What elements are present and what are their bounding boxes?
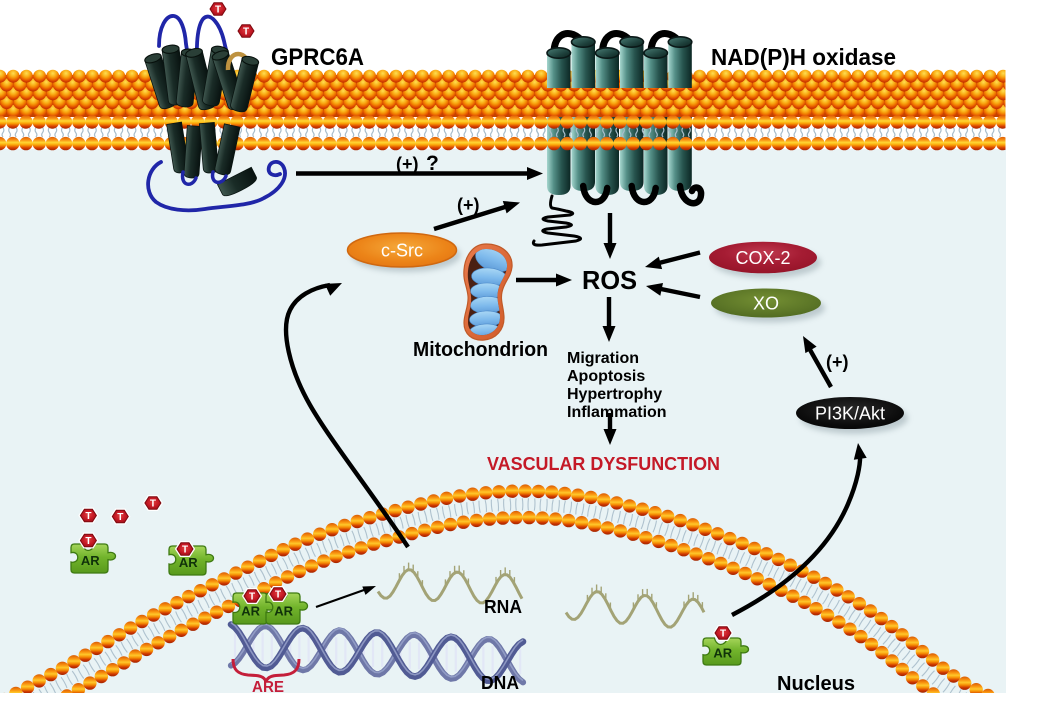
svg-text:T: T: [249, 591, 255, 602]
svg-text:(+): (+): [457, 195, 480, 215]
svg-text:Migration: Migration: [567, 350, 639, 367]
svg-text:AR: AR: [179, 555, 198, 570]
svg-text:GPRC6A: GPRC6A: [271, 44, 364, 71]
svg-text:Nucleus: Nucleus: [777, 673, 855, 695]
svg-text:AR: AR: [274, 603, 293, 618]
svg-text:T: T: [150, 498, 156, 509]
svg-text:(+): (+): [826, 352, 849, 372]
svg-text:AR: AR: [713, 645, 732, 660]
svg-text:DNA: DNA: [481, 673, 519, 693]
svg-text:XO: XO: [753, 293, 779, 313]
svg-text:Mitochondrion: Mitochondrion: [413, 339, 548, 361]
svg-text:PI3K/Akt: PI3K/Akt: [815, 403, 885, 423]
svg-text:AR: AR: [81, 553, 100, 568]
svg-text:COX-2: COX-2: [735, 248, 790, 268]
svg-text:NAD(P)H oxidase: NAD(P)H oxidase: [711, 44, 896, 70]
svg-text:c-Src: c-Src: [381, 240, 423, 260]
svg-text:T: T: [275, 589, 281, 600]
svg-text:T: T: [720, 628, 726, 639]
svg-text:RNA: RNA: [484, 597, 522, 617]
svg-text:Apoptosis: Apoptosis: [567, 368, 645, 385]
svg-text:ARE: ARE: [252, 679, 284, 696]
svg-text:(+): (+): [396, 154, 419, 174]
svg-text:Hypertrophy: Hypertrophy: [567, 386, 662, 403]
svg-text:T: T: [182, 544, 188, 555]
svg-text:VASCULAR DYSFUNCTION: VASCULAR DYSFUNCTION: [487, 454, 720, 474]
svg-text:ROS: ROS: [582, 265, 637, 295]
svg-text:T: T: [85, 511, 91, 522]
svg-text:T: T: [85, 536, 91, 547]
svg-text:T: T: [243, 26, 249, 37]
svg-text:AR: AR: [241, 603, 260, 618]
svg-text:Inflammation: Inflammation: [567, 404, 667, 421]
svg-text:T: T: [215, 4, 221, 15]
svg-text:?: ?: [426, 152, 439, 175]
svg-text:T: T: [117, 512, 123, 523]
